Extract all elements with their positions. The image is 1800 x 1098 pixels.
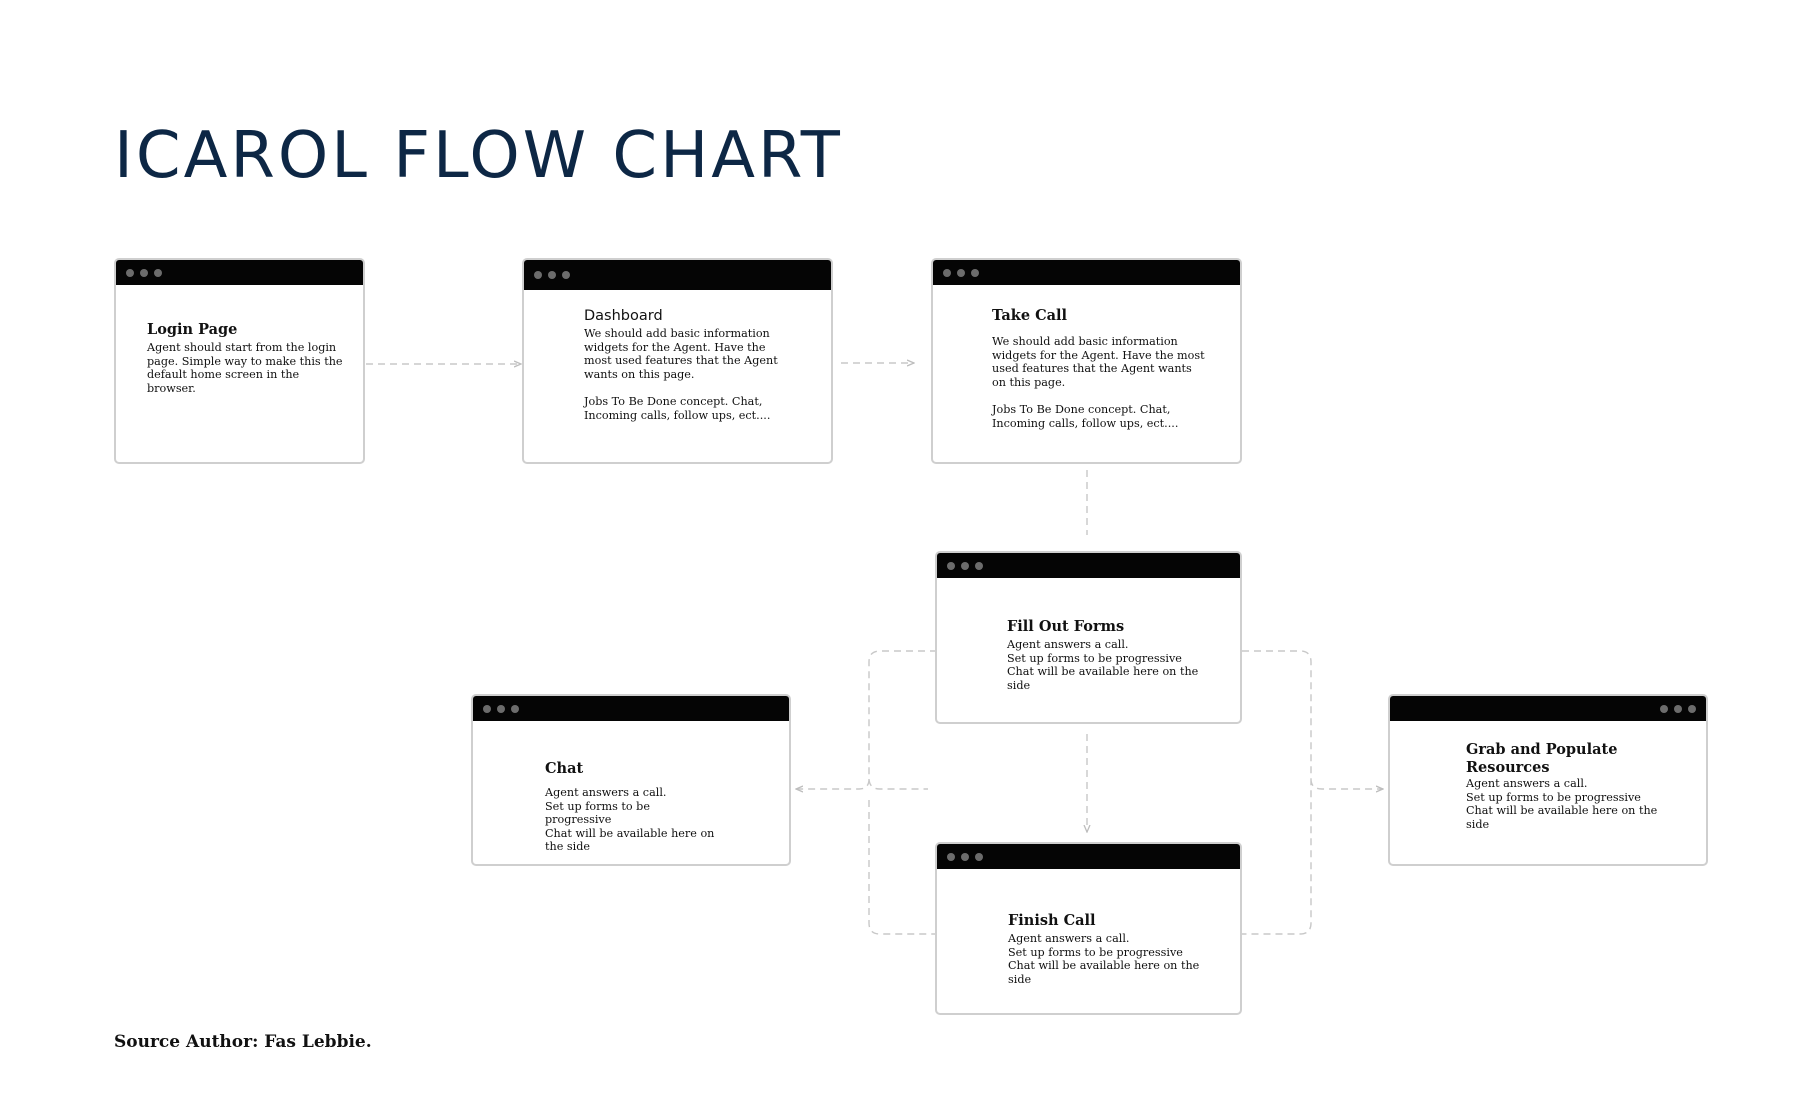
card-title: Grab and Populate Resources	[1466, 741, 1618, 776]
card-body: Agent answers a call. Set up forms to be…	[1008, 932, 1200, 986]
window-title-bar	[937, 553, 1240, 578]
window-title-bar	[524, 260, 831, 290]
window-dot-icon	[957, 268, 965, 277]
window-dot-icon	[548, 271, 556, 279]
window-dot-icon	[961, 561, 969, 570]
window-title-bar	[933, 260, 1240, 285]
window-dot-icon	[943, 268, 951, 277]
window-title-bar	[473, 696, 789, 721]
card-body: Agent answers a call. Set up forms to be…	[1007, 638, 1199, 692]
window-title-bar	[116, 260, 363, 285]
dashboard-card: Dashboard We should add basic informatio…	[522, 258, 833, 464]
window-dot-icon	[534, 271, 542, 279]
card-title: Finish Call	[1008, 912, 1096, 929]
login-page-card: Login Page Agent should start from the l…	[114, 258, 365, 464]
window-dot-icon	[947, 561, 955, 570]
window-title-bar	[1390, 696, 1706, 721]
connector-forms-resources	[1242, 650, 1383, 935]
window-dot-icon	[975, 561, 983, 570]
window-dot-icon	[154, 268, 162, 277]
window-dot-icon	[126, 268, 134, 277]
window-dot-icon	[511, 704, 519, 713]
card-title: Dashboard	[584, 308, 663, 324]
card-title: Login Page	[147, 321, 238, 338]
window-title-bar	[937, 844, 1240, 869]
fill-out-forms-card: Fill Out Forms Agent answers a call. Set…	[935, 551, 1242, 724]
window-dot-icon	[483, 704, 491, 713]
window-dot-icon	[961, 852, 969, 861]
card-title: Take Call	[992, 307, 1068, 324]
window-dot-icon	[975, 852, 983, 861]
window-dot-icon	[562, 271, 570, 279]
window-dot-icon	[1688, 704, 1696, 713]
window-dot-icon	[140, 268, 148, 277]
source-author: Source Author: Fas Lebbie.	[114, 1032, 372, 1052]
card-title: Fill Out Forms	[1007, 618, 1125, 635]
page-title: ICAROL FLOW CHART	[114, 119, 843, 193]
window-dot-icon	[497, 704, 505, 713]
grab-populate-resources-card: Grab and Populate Resources Agent answer…	[1388, 694, 1708, 866]
chat-card: Chat Agent answers a call. Set up forms …	[471, 694, 791, 866]
connector-forms-chat	[796, 650, 937, 789]
finish-call-card: Finish Call Agent answers a call. Set up…	[935, 842, 1242, 1015]
window-dot-icon	[1674, 704, 1682, 713]
card-title: Chat	[545, 760, 584, 777]
window-dot-icon	[1660, 704, 1668, 713]
connector-chat-finish-bracket	[868, 800, 937, 935]
card-body: Agent should start from the login page. …	[147, 341, 343, 395]
card-body: Agent answers a call. Set up forms to be…	[545, 786, 715, 854]
window-dot-icon	[971, 268, 979, 277]
window-dot-icon	[947, 852, 955, 861]
card-body: We should add basic information widgets …	[584, 327, 778, 422]
card-body: Agent answers a call. Set up forms to be…	[1466, 777, 1658, 831]
take-call-card: Take Call We should add basic informatio…	[931, 258, 1242, 464]
card-body: We should add basic information widgets …	[992, 335, 1205, 430]
